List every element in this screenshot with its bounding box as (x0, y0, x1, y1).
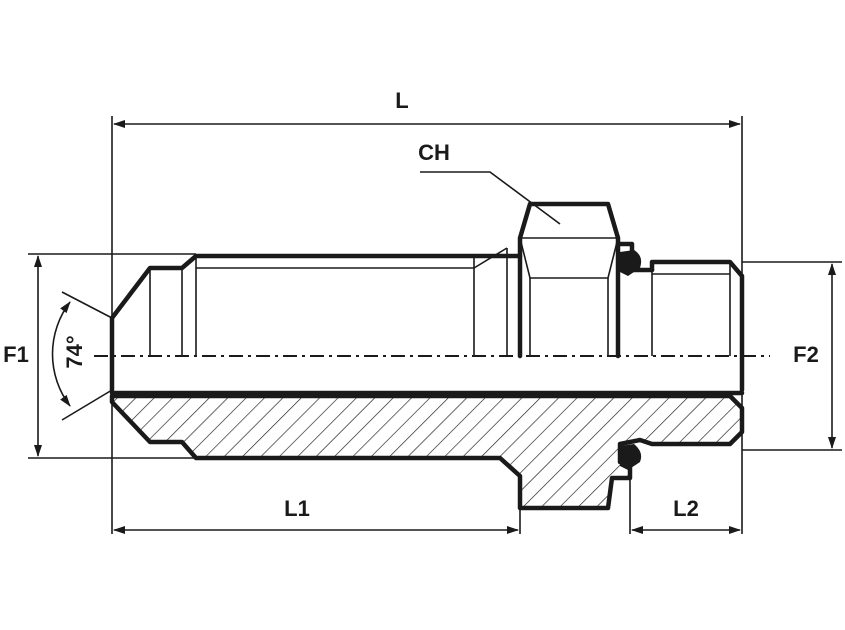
label-f1: F1 (3, 342, 29, 367)
dimension-lines (28, 116, 842, 534)
label-ch: CH (418, 140, 450, 165)
lower-half-section (109, 390, 745, 511)
label-l1: L1 (284, 496, 310, 521)
label-l2: L2 (673, 496, 699, 521)
label-f2: F2 (793, 342, 819, 367)
label-l: L (395, 88, 408, 113)
upper-half-outline (109, 201, 745, 393)
label-angle: 74° (62, 335, 87, 368)
